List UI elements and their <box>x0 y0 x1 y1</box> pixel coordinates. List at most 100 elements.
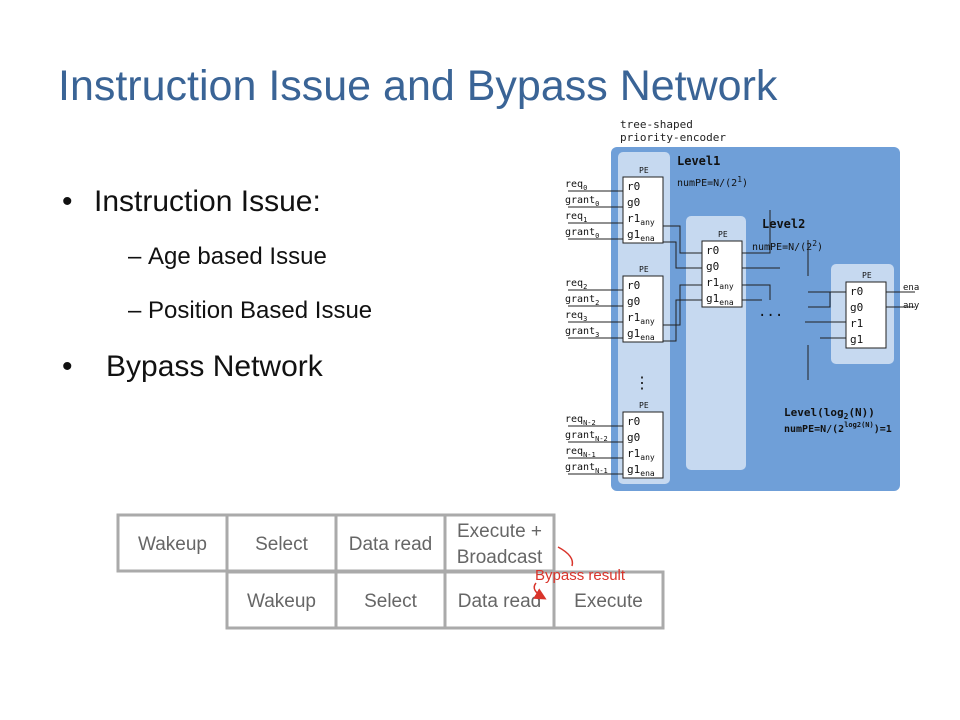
connect-wire <box>663 241 702 269</box>
pe-box <box>845 281 887 349</box>
stage-label: Data read <box>349 534 432 555</box>
pe-port-r1: r1 <box>850 317 863 330</box>
level2-label: Level2 <box>762 217 805 231</box>
pe-label: PE <box>639 166 649 175</box>
sub-bullet-position: – Position Based Issue <box>128 297 372 325</box>
pe-port-r0: r0 <box>706 244 719 257</box>
stage-label: Execute + <box>457 521 542 542</box>
input-sub: N-2 <box>595 435 608 443</box>
input-sub: N-1 <box>583 451 596 459</box>
bullet-text: Bypass Network <box>106 350 323 383</box>
input-sub: 0 <box>595 200 599 208</box>
horizontal-ellipsis: ··· <box>758 308 783 324</box>
any-sub: any <box>640 218 655 227</box>
pe-port-r0: r0 <box>627 180 640 193</box>
encoder-background <box>611 147 900 491</box>
input-label: grant2 <box>565 294 599 307</box>
pipeline-stage <box>443 570 556 630</box>
input-label: req2 <box>565 278 587 291</box>
levelN-sub: 2 <box>844 412 849 421</box>
connect-wire <box>808 292 831 308</box>
level2-num-text: numPE=N/(2 <box>752 242 812 253</box>
stage-label: Wakeup <box>247 591 316 612</box>
pipeline-stage <box>334 570 447 630</box>
stage-label: Broadcast <box>457 547 543 568</box>
levelN-tail: )=1 <box>874 424 892 435</box>
slide-title: Instruction Issue and Bypass Network <box>58 62 778 110</box>
connect-wire <box>663 299 702 342</box>
pipeline-stage <box>225 570 338 630</box>
pe-level1-bottom: PEr0g0r1anyg1enareqN-2grantN-2reqN-1gran… <box>565 401 664 479</box>
input-sub: 2 <box>583 283 587 291</box>
pe-port-r0: r0 <box>627 279 640 292</box>
pe-box <box>622 411 664 479</box>
input-sub: N-1 <box>595 467 608 475</box>
stage-label: Select <box>364 591 418 612</box>
pe-port-g0: g0 <box>627 295 640 308</box>
ena-sub: ena <box>640 469 655 478</box>
header-line2: priority-encoder <box>620 131 726 144</box>
input-label: req0 <box>565 179 587 192</box>
out-ena-label: ena <box>903 283 919 293</box>
pe-label: PE <box>639 265 649 274</box>
input-sub: 1 <box>583 216 587 224</box>
pipeline-stage <box>552 570 665 630</box>
pe-label: PE <box>718 230 728 239</box>
level2-close: ) <box>817 242 823 253</box>
connect-wire <box>663 284 702 326</box>
input-sub: 3 <box>595 331 599 339</box>
level2-exp: 2 <box>812 239 817 248</box>
input-label: grant0 <box>565 227 599 240</box>
sub-bullet-text: Age based Issue <box>148 243 327 270</box>
pipeline-stage <box>443 513 556 573</box>
pe-label: PE <box>862 271 872 280</box>
pipeline-stage <box>116 513 229 573</box>
level1-close: ) <box>742 178 748 189</box>
input-sub: N-2 <box>583 419 596 427</box>
pe-port-g0: g0 <box>627 196 640 209</box>
stage-label: Data read <box>458 591 541 612</box>
pe-port-r0: r0 <box>627 415 640 428</box>
ena-sub: ena <box>719 298 734 307</box>
out-any-label: any <box>903 301 920 311</box>
pe-box <box>701 240 743 308</box>
dash: – <box>128 297 142 324</box>
vertical-ellipsis: ⋮ <box>634 373 650 392</box>
pe-port-g1: g1 <box>850 333 863 346</box>
pe-port-g0: g0 <box>850 301 863 314</box>
level1-label: Level1 <box>677 154 720 168</box>
bypass-curve <box>557 546 574 567</box>
connect-wire <box>742 284 771 300</box>
levelN-num: numPE=N/(2log2(N))=1 <box>784 421 892 435</box>
sub-bullet-age: – Age based Issue <box>128 243 327 271</box>
bullet-dot: • <box>62 185 73 218</box>
pe-box <box>622 176 664 244</box>
levelN-num-text: numPE=N/(2 <box>784 424 844 435</box>
pe-box <box>622 275 664 343</box>
input-sub: 3 <box>583 315 587 323</box>
bullet-dot: • <box>62 350 73 383</box>
input-label: grant0 <box>565 195 599 208</box>
level1-num-text: numPE=N/(2 <box>677 178 737 189</box>
sub-bullet-text: Position Based Issue <box>148 297 373 324</box>
any-sub: any <box>640 453 655 462</box>
input-sub: 0 <box>583 184 587 192</box>
any-sub: any <box>640 317 655 326</box>
level1-num: numPE=N/(21) <box>677 175 748 189</box>
bypass-arrow <box>533 582 547 600</box>
stage-label: Select <box>255 534 309 555</box>
input-sub: 0 <box>595 232 599 240</box>
pe-port-g0: g0 <box>627 431 640 444</box>
ena-sub: ena <box>640 333 655 342</box>
connect-wire <box>663 225 702 254</box>
wires <box>568 190 915 475</box>
bypass-label: Bypass result <box>535 567 626 584</box>
header-line1: tree-shaped <box>620 118 693 131</box>
any-sub: any <box>719 282 734 291</box>
